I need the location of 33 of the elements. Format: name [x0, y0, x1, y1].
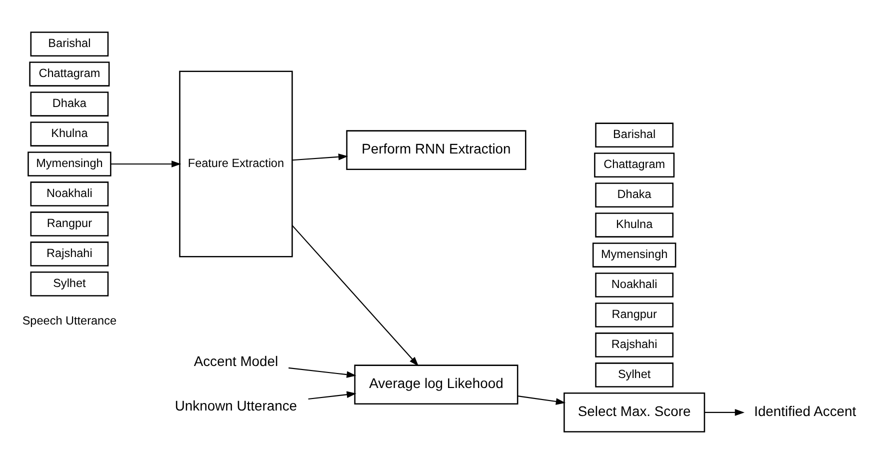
- arrow: [517, 395, 566, 404]
- node-box: Select Max. Score: [563, 392, 705, 432]
- node-box: Khulna: [30, 121, 108, 146]
- node-text: Unknown Utterance: [174, 397, 297, 414]
- node-box: Khulna: [594, 212, 674, 237]
- node-box: Chattagram: [594, 152, 674, 177]
- node-box: Mymensingh: [592, 242, 676, 267]
- node-box: Perform RNN Extraction: [346, 130, 526, 170]
- node-box: Dhaka: [30, 91, 108, 116]
- node-box: Barishal: [594, 122, 674, 147]
- node-box: Mymensingh: [27, 151, 111, 176]
- node-box: Feature Extraction: [178, 70, 292, 257]
- arrow: [110, 160, 181, 167]
- node-box: Rajshahi: [594, 332, 674, 357]
- arrow: [704, 408, 744, 416]
- node-box: Dhaka: [594, 182, 674, 207]
- node-box: Sylhet: [30, 271, 108, 296]
- arrow: [308, 390, 356, 400]
- node-box: Rangpur: [594, 302, 674, 327]
- node-box: Sylhet: [594, 362, 674, 387]
- arrow: [292, 153, 348, 160]
- node-box: Chattagram: [28, 61, 110, 86]
- arrow: [288, 366, 356, 378]
- node-box: Rangpur: [30, 211, 108, 236]
- node-box: Average log Likehood: [354, 364, 518, 404]
- node-box: Noakhali: [594, 272, 674, 297]
- node-text: Identified Accent: [754, 402, 856, 419]
- node-box: Noakhali: [30, 181, 108, 206]
- arrow: [291, 224, 418, 366]
- node-box: Rajshahi: [30, 241, 108, 266]
- node-text: Accent Model: [193, 352, 278, 368]
- label: Speech Utterance: [22, 314, 116, 327]
- node-box: Barishal: [30, 31, 108, 56]
